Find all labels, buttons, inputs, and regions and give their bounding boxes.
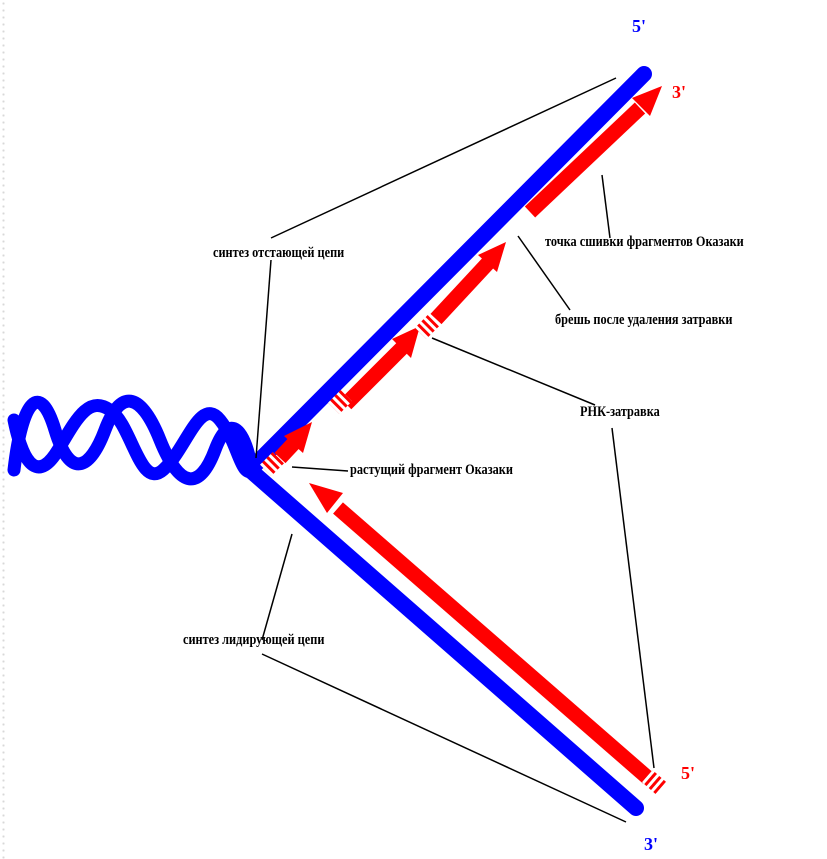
leader-rna-primer-lower bbox=[611, 427, 655, 769]
end-upper-new-3prime: 3' bbox=[672, 82, 687, 102]
end-upper-template-5prime: 5' bbox=[632, 16, 647, 36]
left-edge-pattern bbox=[0, 0, 7, 859]
helix-strand-a bbox=[7, 394, 259, 486]
rna-primer-fragment-3 bbox=[327, 389, 353, 415]
leading-strand-arrowhead bbox=[309, 483, 343, 513]
leader-growing-fragment bbox=[291, 466, 349, 472]
okazaki-fragment-1 bbox=[524, 86, 662, 218]
leading-strand-primer bbox=[641, 770, 667, 794]
leader-primer-gap bbox=[517, 235, 571, 311]
okazaki-fragment-growing bbox=[274, 422, 312, 464]
label-growing-fragment: растущий фрагмент Оказаки bbox=[350, 462, 513, 478]
leading-strand bbox=[333, 502, 653, 784]
label-leading-synthesis: синтез лидирующей цепи bbox=[183, 632, 325, 648]
helix-strand-b bbox=[7, 399, 262, 481]
okazaki-fragment-2 bbox=[430, 242, 506, 325]
end-lower-template-3prime: 3' bbox=[644, 834, 659, 854]
leader-ligation-point bbox=[601, 174, 611, 239]
okazaki-fragment-3 bbox=[340, 326, 420, 410]
rna-primer-fragment-growing bbox=[259, 451, 285, 477]
label-lagging-synthesis: синтез отстающей цепи bbox=[213, 245, 345, 261]
label-primer-gap: брешь после удаления затравки bbox=[555, 312, 733, 328]
leader-rna-primer-upper bbox=[431, 337, 596, 406]
leader-lagging-to-fork bbox=[255, 259, 272, 459]
leader-lagging-to-top bbox=[270, 77, 617, 239]
label-ligation-point: точка сшивки фрагментов Оказаки bbox=[545, 234, 744, 250]
lower-template-strand bbox=[242, 462, 644, 816]
label-rna-primer: РНК-затравка bbox=[580, 404, 660, 420]
leader-leading-to-bottom bbox=[261, 653, 627, 823]
leader-leading-to-fork bbox=[261, 533, 293, 641]
upper-template-strand bbox=[242, 66, 652, 478]
rna-primer-fragment-2 bbox=[414, 314, 440, 340]
end-lower-new-5prime: 5' bbox=[681, 763, 696, 783]
